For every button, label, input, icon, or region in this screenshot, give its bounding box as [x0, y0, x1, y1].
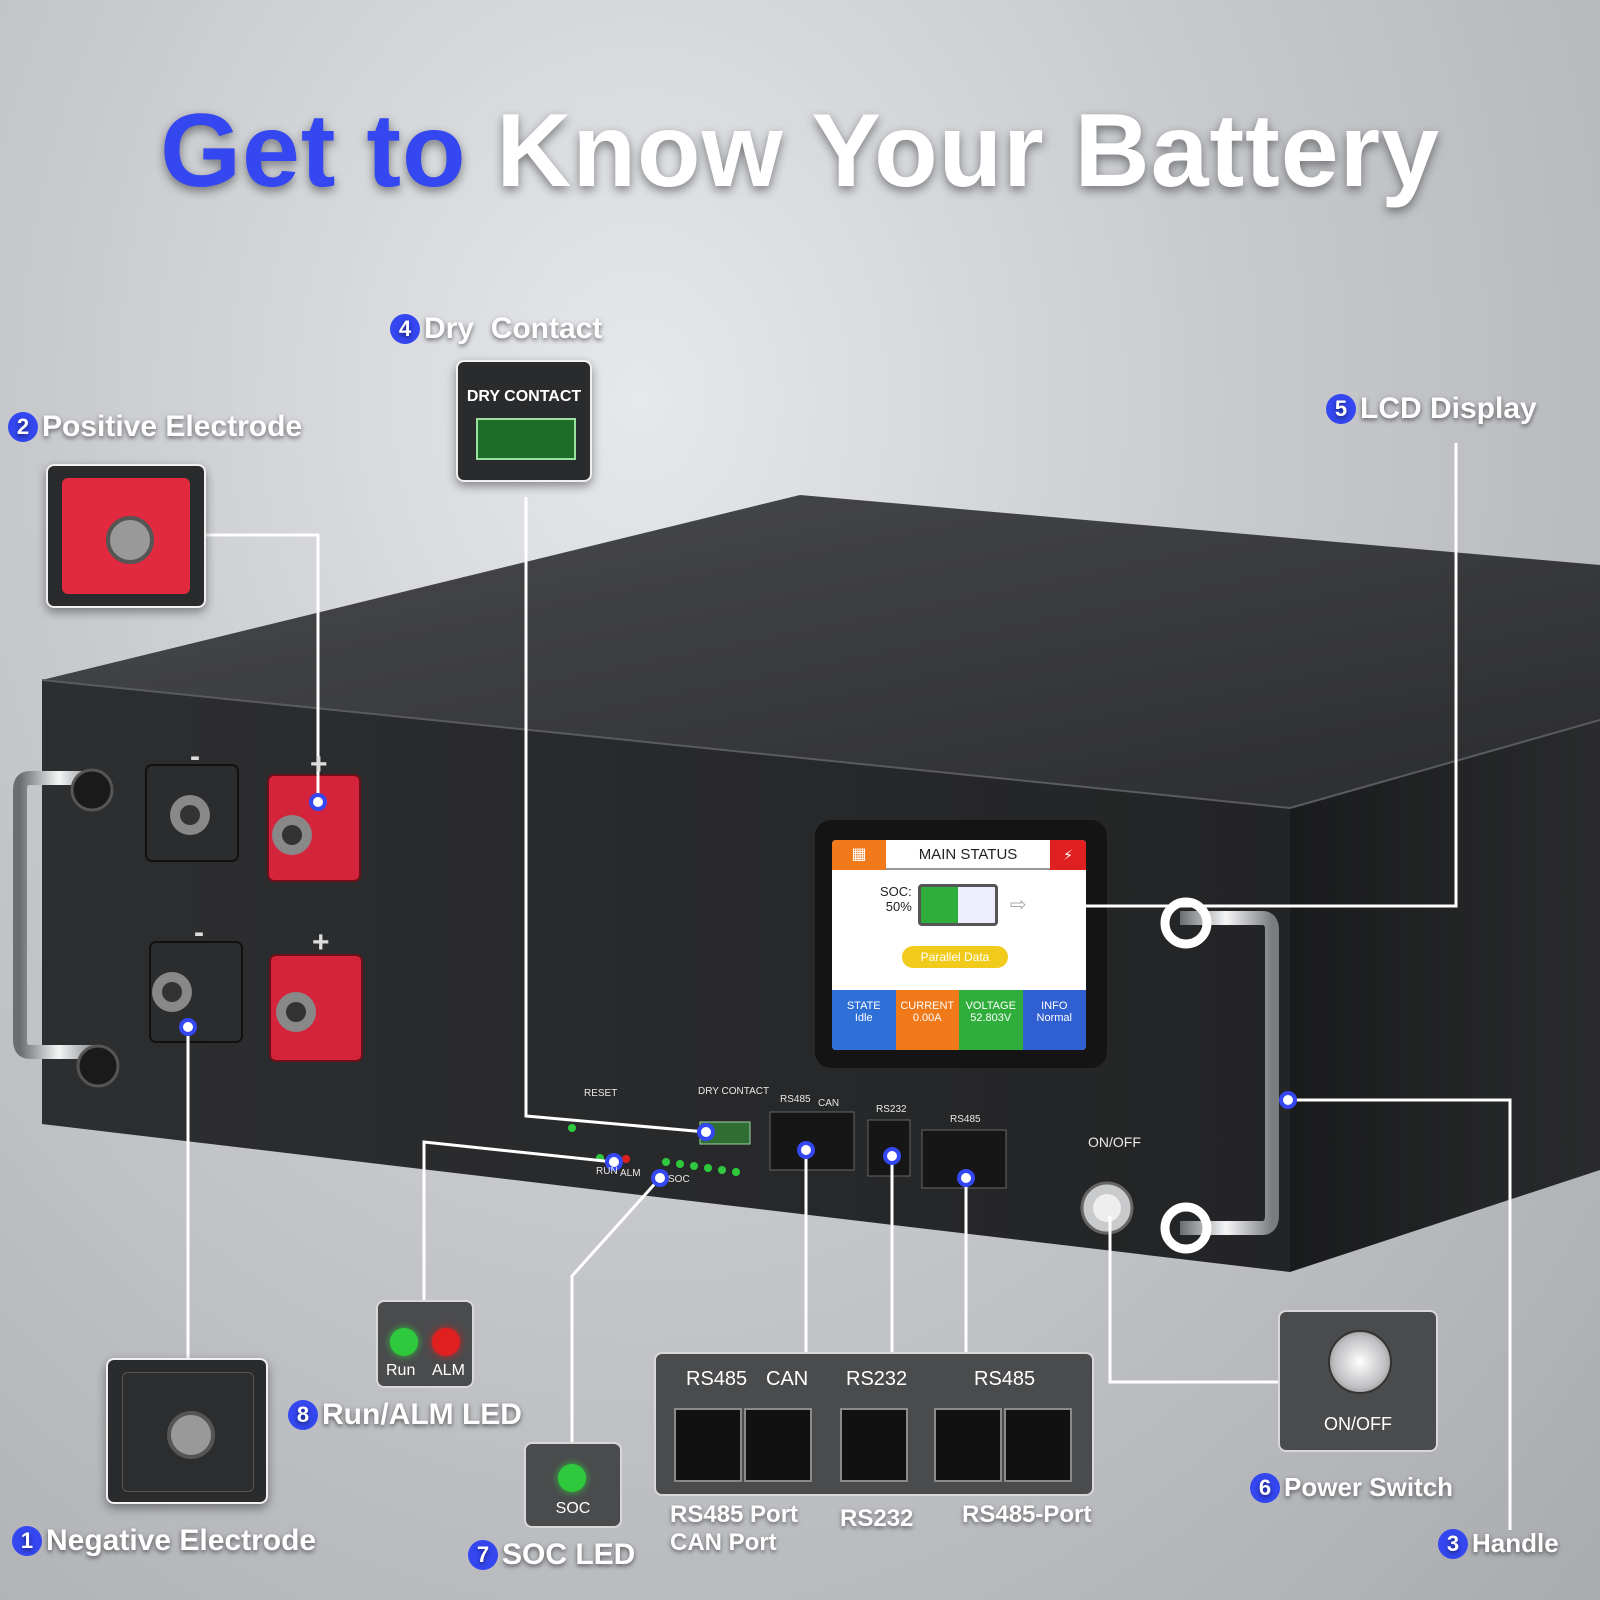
caption-can-port: CAN Port	[670, 1529, 777, 1556]
battery-side	[1290, 720, 1600, 1272]
panel-rs232-label: RS232	[876, 1104, 907, 1115]
panel-run-label: RUN	[596, 1166, 618, 1177]
callout-number: 6	[1250, 1472, 1280, 1503]
title-main: Know Your Battery	[496, 93, 1440, 209]
soc-led-icon	[558, 1464, 586, 1492]
leader-line-handle	[1288, 1098, 1512, 1530]
rj45-port-1	[674, 1408, 742, 1482]
lcd-soc-value: 50%	[885, 899, 912, 914]
run-led-icon	[390, 1328, 418, 1356]
callout-label: Dry Contact	[424, 312, 603, 345]
panel-onoff-label: ON/OFF	[1088, 1134, 1141, 1150]
lcd-arrow-icon: ⇨	[1010, 894, 1027, 916]
dry-contact-detail: DRY CONTACT	[456, 360, 592, 482]
rj45-port-3	[934, 1408, 1002, 1482]
panel-dry-contact-label: DRY CONTACT	[698, 1086, 770, 1097]
leader-line-run-alm	[422, 1140, 615, 1300]
terminal-minus-1: -	[190, 740, 200, 773]
callout-handle: 3 Handle	[1438, 1528, 1559, 1559]
callout-label: SOC LED	[502, 1538, 636, 1571]
lcd-battery-icon	[918, 884, 998, 926]
soc-led-detail: SOC	[524, 1442, 622, 1528]
callout-run-alm-led: 8 Run/ALM LED	[288, 1398, 522, 1432]
panel-reset-label: RESET	[584, 1088, 618, 1099]
callout-soc-led: 7 SOC LED	[468, 1538, 635, 1572]
callout-negative-electrode: 1 Negative Electrode	[12, 1524, 316, 1558]
callout-number: 4	[390, 314, 420, 344]
panel-rs485-2-label: RS485	[950, 1114, 981, 1125]
rj45-port-4	[1004, 1408, 1072, 1482]
callout-number: 2	[8, 412, 38, 442]
page-title: Get to Know Your Battery	[0, 92, 1600, 211]
dry-contact-connector	[476, 418, 576, 460]
terminal-minus-2: -	[194, 916, 204, 949]
callout-label: Run/ALM LED	[322, 1398, 522, 1431]
lcd-header-title: MAIN STATUS	[886, 840, 1050, 870]
soc-led-label: SOC	[555, 1500, 591, 1517]
callout-lcd-display: 5 LCD Display	[1326, 392, 1537, 426]
rj11-port	[840, 1408, 908, 1482]
rj45-port-2	[744, 1408, 812, 1482]
positive-electrode-detail	[46, 464, 206, 608]
leader-line-soc	[570, 1176, 662, 1442]
negative-electrode-detail	[106, 1358, 268, 1504]
terminal-plus-1: +	[310, 748, 328, 781]
callout-dry-contact: 4 Dry Contact	[390, 312, 602, 346]
callout-number: 8	[288, 1400, 318, 1430]
callout-label: Handle	[1472, 1528, 1559, 1558]
run-alm-led-detail: Run ALM	[376, 1300, 474, 1388]
dry-contact-box-label: DRY CONTACT	[466, 388, 582, 405]
lcd-flash-icon: ⚡	[1050, 840, 1086, 870]
caption-rs485-port-2: RS485-Port	[962, 1501, 1092, 1528]
callout-number: 1	[12, 1526, 42, 1556]
terminal-plus-2: +	[312, 926, 330, 959]
ports-header-rs232: RS232	[846, 1368, 908, 1390]
callout-label: LCD Display	[1360, 392, 1537, 425]
leader-line-power	[1108, 1216, 1278, 1384]
ports-header-rs485-2: RS485	[974, 1368, 1036, 1390]
callout-positive-electrode: 2 Positive Electrode	[8, 410, 302, 444]
caption-rs232: RS232	[840, 1505, 914, 1532]
alm-led-icon	[432, 1328, 460, 1356]
panel-rs485-label: RS485	[780, 1094, 811, 1105]
panel-soc-label: SOC	[668, 1174, 690, 1185]
battery-top	[42, 495, 1600, 808]
callout-number: 5	[1326, 394, 1356, 424]
lcd-parallel-data[interactable]: Parallel Data	[902, 946, 1008, 968]
power-switch-detail: ON/OFF	[1278, 1310, 1438, 1452]
alm-led-label: ALM	[432, 1362, 465, 1379]
leader-line-dry-contact	[524, 497, 707, 1134]
callout-label: Power Switch	[1284, 1472, 1454, 1502]
panel-alm-label: ALM	[620, 1168, 641, 1179]
power-box-label: ON/OFF	[1324, 1414, 1392, 1434]
ports-detail: RS485 CAN RS232 RS485	[654, 1352, 1094, 1496]
caption-rs485-port: RS485 Port	[670, 1501, 799, 1528]
lcd-header-left: ▦	[832, 840, 886, 870]
run-led-label: Run	[386, 1362, 416, 1379]
callout-power-switch: 6 Power Switch	[1250, 1472, 1453, 1503]
panel-can-label: CAN	[818, 1098, 840, 1109]
title-accent: Get to	[160, 93, 467, 209]
ports-header-rs485: RS485	[686, 1368, 748, 1390]
lcd-soc-label: SOC:	[880, 884, 912, 899]
leader-line-positive	[205, 533, 320, 802]
callout-number: 3	[1438, 1528, 1468, 1559]
callout-label: Positive Electrode	[42, 410, 303, 443]
callout-number: 7	[468, 1540, 498, 1570]
power-button-icon	[1328, 1330, 1392, 1394]
callout-label: Negative Electrode	[46, 1524, 317, 1557]
ports-header-can: CAN	[766, 1368, 809, 1390]
lcd-screen: ▦ MAIN STATUS ⚡ SOC: 50% ⇨ Parallel Data…	[832, 840, 1086, 1050]
